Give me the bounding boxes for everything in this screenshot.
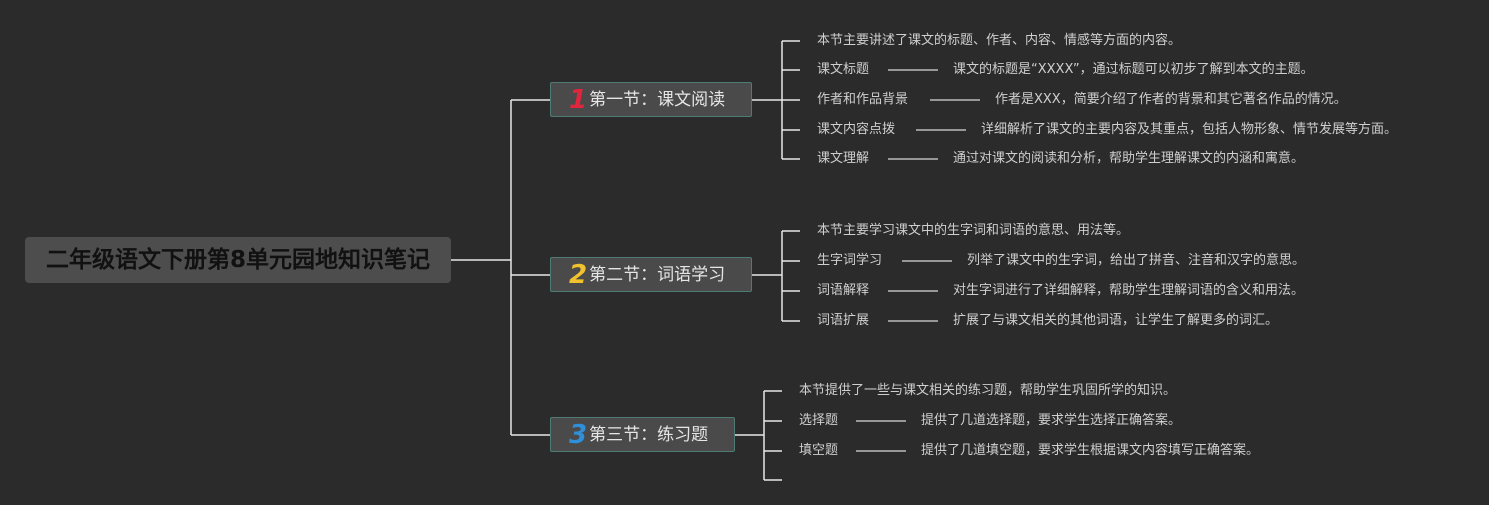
section-1-number: 1 <box>569 84 588 115</box>
section-1-item-4-name[interactable]: 课文理解 <box>817 151 870 166</box>
section-1-item-1-desc[interactable]: 课文的标题是“XXXX”，通过标题可以初步了解到本文的主题。 <box>953 62 1314 77</box>
section-1-item-4-desc[interactable]: 通过对课文的阅读和分析，帮助学生理解课文的内涵和寓意。 <box>953 151 1305 166</box>
section-2-item-3-desc[interactable]: 扩展了与课文相关的其他词语，让学生了解更多的词汇。 <box>953 313 1279 328</box>
section-1-item-2-name[interactable]: 作者和作品背景 <box>817 92 909 107</box>
section-3-label: 第三节：练习题 <box>589 424 709 445</box>
section-2-item-2-desc[interactable]: 对生字词进行了详细解释，帮助学生理解词语的含义和用法。 <box>953 283 1305 298</box>
section-1-summary[interactable]: 本节主要讲述了课文的标题、作者、内容、情感等方面的内容。 <box>817 33 1182 48</box>
section-2-item-1-name[interactable]: 生字词学习 <box>817 253 883 268</box>
section-1-node[interactable]: 1 第一节：课文阅读 <box>550 82 752 117</box>
section-3-item-2-name[interactable]: 填空题 <box>799 443 839 458</box>
section-3-item-2-desc[interactable]: 提供了几道填空题，要求学生根据课文内容填写正确答案。 <box>921 443 1260 458</box>
section-3-item-1-desc[interactable]: 提供了几道选择题，要求学生选择正确答案。 <box>921 413 1182 428</box>
section-2-number: 2 <box>569 259 588 290</box>
section-2-item-3-name[interactable]: 词语扩展 <box>817 313 870 328</box>
section-3-item-1-name[interactable]: 选择题 <box>799 413 839 428</box>
section-1-item-1-name[interactable]: 课文标题 <box>817 62 870 77</box>
section-1-label: 第一节：课文阅读 <box>589 89 726 110</box>
section-3-summary[interactable]: 本节提供了一些与课文相关的练习题，帮助学生巩固所学的知识。 <box>799 383 1177 398</box>
section-2-node[interactable]: 2 第二节：词语学习 <box>550 257 752 292</box>
section-1-item-3-desc[interactable]: 详细解析了课文的主要内容及其重点，包括人物形象、情节发展等方面。 <box>981 122 1398 137</box>
section-2-summary[interactable]: 本节主要学习课文中的生字词和词语的意思、用法等。 <box>817 223 1130 238</box>
section-2-label: 第二节：词语学习 <box>589 264 726 285</box>
section-1-item-2-desc[interactable]: 作者是XXX，简要介绍了作者的背景和其它著名作品的情况。 <box>995 92 1347 107</box>
root-topic[interactable]: 二年级语文下册第8单元园地知识笔记 <box>25 237 451 283</box>
section-3-number: 3 <box>569 419 588 450</box>
section-2-item-2-name[interactable]: 词语解释 <box>817 283 870 298</box>
section-1-item-3-name[interactable]: 课文内容点拨 <box>817 122 896 137</box>
section-2-item-1-desc[interactable]: 列举了课文中的生字词，给出了拼音、注音和汉字的意思。 <box>967 253 1306 268</box>
section-3-node[interactable]: 3 第三节：练习题 <box>550 417 735 452</box>
